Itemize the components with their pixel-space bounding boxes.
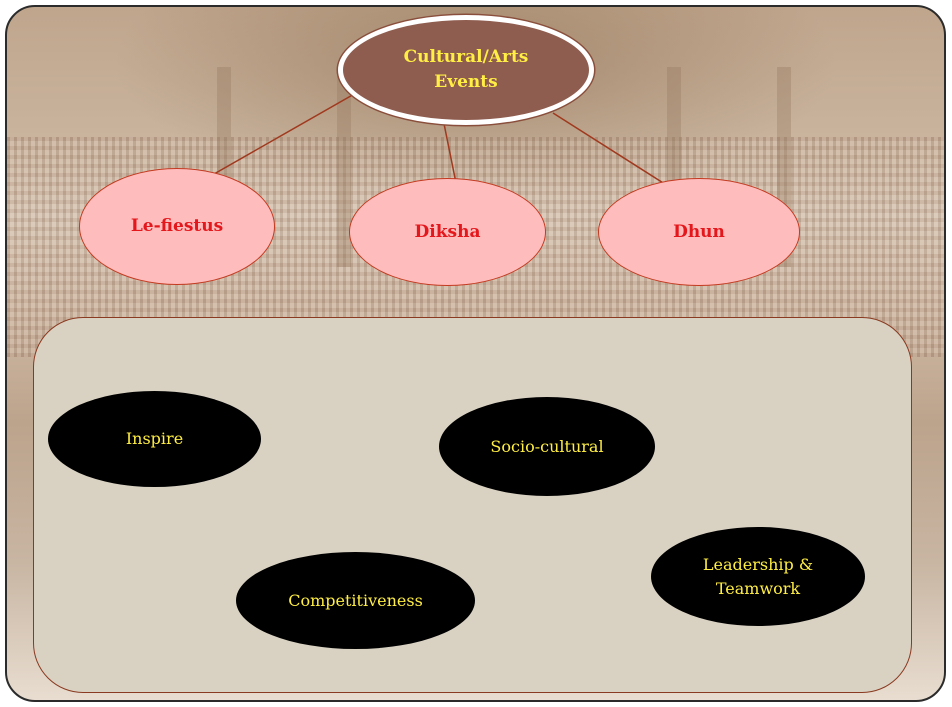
quality-socio-cultural: Socio-cultural (439, 397, 655, 496)
quality-label-line1: Leadership & (702, 555, 814, 575)
quality-leadership-teamwork: Leadership & Teamwork (651, 527, 865, 626)
root-node-label-line2: Events (434, 72, 498, 92)
quality-label: Socio-cultural (490, 436, 604, 456)
root-node-label-line1: Cultural/Arts (403, 47, 529, 68)
quality-label: Inspire (125, 429, 184, 449)
child-node-label: Diksha (414, 221, 481, 242)
background-pillar (337, 67, 351, 267)
child-node-le-fiestus: Le-fiestus (79, 168, 275, 285)
quality-inspire: Inspire (48, 391, 261, 487)
qualities-panel (33, 317, 912, 693)
child-node-dhun: Dhun (598, 178, 800, 286)
quality-label-line2: Teamwork (715, 578, 801, 598)
child-node-label: Dhun (673, 221, 725, 242)
child-node-label: Le-fiestus (130, 216, 224, 237)
child-node-diksha: Diksha (349, 178, 546, 286)
quality-competitiveness: Competitiveness (236, 552, 475, 649)
connector-dhun (552, 112, 669, 187)
connector-le-fiestus (192, 84, 371, 187)
root-node-cultural-arts-events: Cultural/Arts Events (338, 15, 594, 125)
quality-label: Competitiveness (288, 590, 423, 610)
